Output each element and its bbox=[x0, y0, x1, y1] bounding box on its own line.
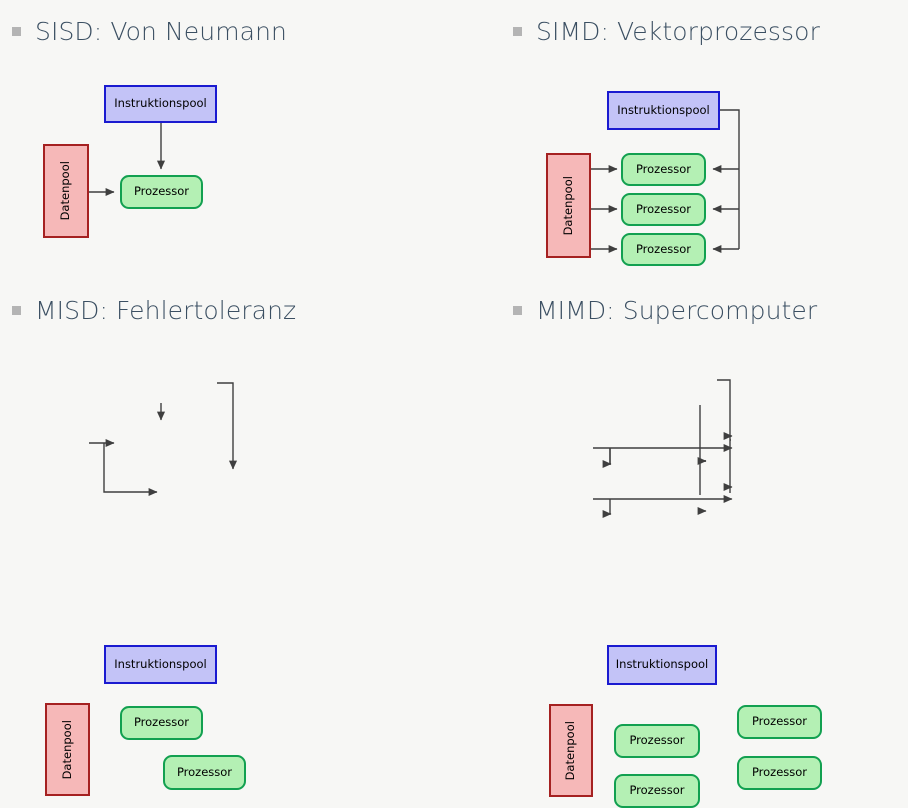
heading-mimd-label: MIMD: Supercomputer bbox=[536, 296, 818, 325]
mimd-processor-box-outer-1[interactable]: Prozessor bbox=[737, 705, 822, 739]
mimd-processor-label-outer-2: Prozessor bbox=[751, 765, 808, 780]
heading-sisd: SISD: Von Neumann bbox=[12, 19, 287, 44]
mimd-processor-label-inner-1: Prozessor bbox=[629, 733, 685, 748]
sisd-data-pool-box[interactable]: Datenpool bbox=[43, 144, 89, 238]
heading-sisd-label: SISD: Von Neumann bbox=[35, 17, 287, 46]
simd-instruction-pool-box[interactable]: Instruktionspool bbox=[607, 91, 720, 130]
bullet-square-icon bbox=[513, 306, 522, 315]
heading-misd: MISD: Fehlertoleranz bbox=[12, 298, 296, 323]
simd-processor-box-1[interactable]: Prozessor bbox=[621, 153, 706, 186]
simd-data-pool-label: Datenpool bbox=[560, 175, 575, 236]
mimd-instruction-pool-label: Instruktionspool bbox=[615, 657, 709, 672]
sisd-processor-box-1[interactable]: Prozessor bbox=[120, 175, 203, 209]
mimd-processor-label-outer-1: Prozessor bbox=[751, 714, 808, 729]
misd-processor-box-1[interactable]: Prozessor bbox=[120, 706, 203, 740]
sisd-processor-label-1: Prozessor bbox=[133, 184, 190, 199]
simd-processor-label-3: Prozessor bbox=[635, 241, 692, 256]
simd-data-pool-box[interactable]: Datenpool bbox=[546, 153, 591, 258]
mimd-data-pool-label: Datenpool bbox=[563, 720, 578, 781]
bullet-square-icon bbox=[12, 306, 21, 315]
simd-processor-label-1: Prozessor bbox=[635, 161, 692, 176]
heading-mimd: MIMD: Supercomputer bbox=[513, 298, 817, 323]
misd-data-pool-label: Datenpool bbox=[59, 719, 74, 780]
sisd-data-pool-label: Datenpool bbox=[58, 161, 73, 221]
mimd-processor-box-outer-2[interactable]: Prozessor bbox=[737, 756, 822, 790]
misd-instruction-pool-box[interactable]: Instruktionspool bbox=[104, 645, 217, 684]
quadrant-misd: MISD: Fehlertoleranz Instruktionspool Da… bbox=[0, 280, 454, 796]
simd-processor-box-2[interactable]: Prozessor bbox=[621, 193, 706, 226]
misd-processor-label-1: Prozessor bbox=[133, 715, 190, 730]
quadrant-mimd: MIMD: Supercomputer bbox=[454, 280, 908, 808]
sisd-instruction-pool-label: Instruktionspool bbox=[114, 96, 207, 111]
misd-instruction-pool-label: Instruktionspool bbox=[114, 656, 207, 671]
heading-misd-label: MISD: Fehlertoleranz bbox=[35, 296, 297, 325]
bullet-square-icon bbox=[12, 27, 21, 36]
bullet-square-icon bbox=[513, 27, 522, 36]
quadrant-simd: SIMD: Vektorprozessor Instruktionspool D… bbox=[454, 0, 908, 280]
misd-processor-label-2: Prozessor bbox=[176, 764, 233, 779]
mimd-processor-label-inner-2: Prozessor bbox=[629, 783, 685, 798]
misd-data-pool-box[interactable]: Datenpool bbox=[45, 703, 90, 796]
quadrant-sisd: SISD: Von Neumann Instruktionspool Daten… bbox=[0, 0, 454, 280]
heading-simd: SIMD: Vektorprozessor bbox=[513, 19, 820, 44]
simd-processor-label-2: Prozessor bbox=[635, 201, 692, 216]
mimd-processor-box-inner-1[interactable]: Prozessor bbox=[614, 724, 700, 758]
mimd-processor-box-inner-2[interactable]: Prozessor bbox=[614, 774, 700, 808]
simd-processor-box-3[interactable]: Prozessor bbox=[621, 233, 706, 266]
heading-simd-label: SIMD: Vektorprozessor bbox=[536, 17, 820, 46]
simd-instruction-pool-label: Instruktionspool bbox=[617, 102, 710, 117]
misd-processor-box-2[interactable]: Prozessor bbox=[163, 755, 246, 790]
sisd-instruction-pool-box[interactable]: Instruktionspool bbox=[104, 85, 217, 123]
mimd-data-pool-box[interactable]: Datenpool bbox=[549, 704, 593, 797]
mimd-instruction-pool-box[interactable]: Instruktionspool bbox=[607, 645, 717, 685]
